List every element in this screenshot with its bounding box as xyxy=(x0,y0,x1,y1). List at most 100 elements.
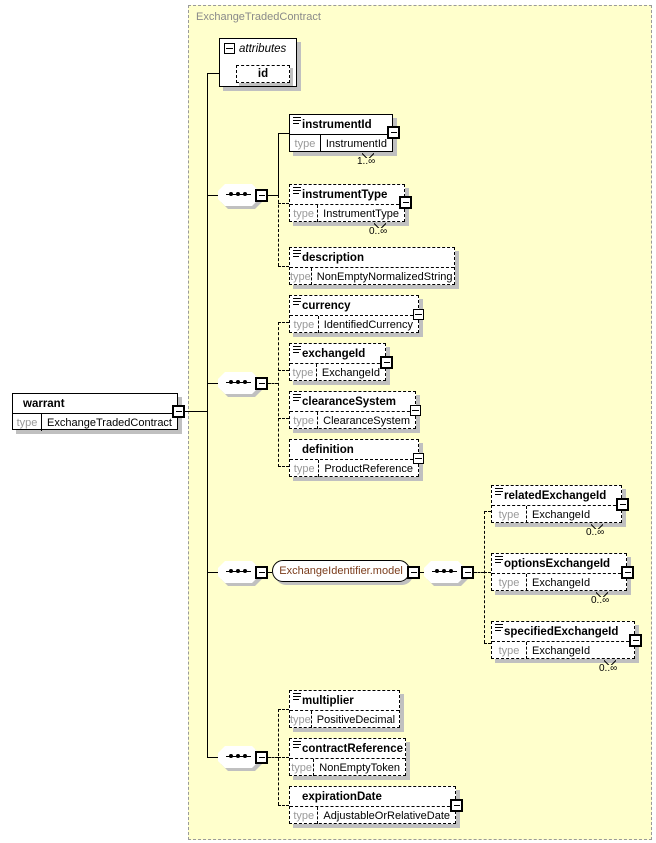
exchangeId-expand-toggle[interactable] xyxy=(380,356,393,369)
element-instrumentType-type: InstrumentType xyxy=(317,205,404,222)
element-multiplier-name: multiplier xyxy=(302,694,354,707)
element-optionsExchangeId[interactable]: optionsExchangeId type ExchangeId 0..∞ xyxy=(491,553,634,606)
expirationDate-expand-toggle[interactable] xyxy=(450,799,463,812)
element-relatedExchangeId-type: ExchangeId xyxy=(526,506,595,523)
element-relatedExchangeId-name: relatedExchangeId xyxy=(504,489,607,502)
sequence-4-collapse-toggle[interactable] xyxy=(461,566,474,579)
element-exchangeId-type: ExchangeId xyxy=(315,364,385,381)
element-expirationDate[interactable]: expirationDate type AdjustableOrRelative… xyxy=(289,786,463,828)
element-description[interactable]: description type NonEmptyNormalizedStrin… xyxy=(289,247,459,289)
instrumentId-expand-toggle[interactable] xyxy=(387,126,400,139)
sequence-marker-icon xyxy=(293,346,301,353)
sequence-1-collapse-toggle[interactable] xyxy=(255,189,268,202)
model-group-label: ExchangeIdentifier.model xyxy=(272,560,410,582)
definition-expand-toggle[interactable] xyxy=(413,453,424,464)
element-clearanceSystem[interactable]: clearanceSystem type ClearanceSystem xyxy=(289,391,421,433)
element-exchangeId[interactable]: exchangeId type ExchangeId xyxy=(289,343,393,385)
element-optionsExchangeId-occurs: 0..∞ xyxy=(591,595,610,606)
sequence-compositor-5[interactable] xyxy=(218,746,262,771)
element-specifiedExchangeId[interactable]: specifiedExchangeId type ExchangeId 0..∞ xyxy=(491,621,642,674)
specifiedExchangeId-expand-toggle[interactable] xyxy=(629,634,642,647)
type-label: type xyxy=(498,508,520,521)
type-label: type xyxy=(293,414,314,427)
sequence-1-branch-description xyxy=(278,266,289,267)
element-exchangeId-name: exchangeId xyxy=(302,347,366,360)
element-multiplier-type: PositiveDecimal xyxy=(310,711,400,728)
connector-modelgroup-sequence4 xyxy=(420,572,424,573)
attributes-container: attributes id xyxy=(219,38,301,91)
connector-trunk-sequence-2 xyxy=(207,383,218,384)
sequence-1-branch-instrumentid xyxy=(278,133,289,134)
element-instrumentType-name: instrumentType xyxy=(302,188,388,201)
sequence-1-stub xyxy=(268,195,278,196)
element-instrumentId-name: instrumentId xyxy=(302,118,372,131)
element-warrant-name: warrant xyxy=(23,397,65,410)
sequence-compositor-2[interactable] xyxy=(218,372,262,397)
element-optionsExchangeId-type: ExchangeId xyxy=(526,574,595,591)
sequence-4-branch-specifiedexchangeid xyxy=(484,643,495,644)
type-label: type xyxy=(291,761,313,774)
sequence-5-branch-expirationdate xyxy=(278,805,289,806)
element-optionsExchangeId-name: optionsExchangeId xyxy=(504,557,611,570)
sequence-compositor-1[interactable] xyxy=(218,184,262,209)
connector-trunk-sequence-5 xyxy=(207,757,218,758)
instrumentType-expand-toggle[interactable] xyxy=(399,196,412,209)
optionsExchangeId-expand-toggle[interactable] xyxy=(621,566,634,579)
element-specifiedExchangeId-type: ExchangeId xyxy=(526,642,595,659)
element-contractReference[interactable]: contractReference type NonEmptyToken xyxy=(289,738,410,780)
element-specifiedExchangeId-occurs: 0..∞ xyxy=(599,663,618,674)
element-currency[interactable]: currency type IdentifiedCurrency xyxy=(289,295,424,337)
element-instrumentType-occurs: 0..∞ xyxy=(369,226,388,237)
type-label: type xyxy=(498,644,520,657)
element-specifiedExchangeId-name: specifiedExchangeId xyxy=(504,625,619,638)
sequence-2-collapse-toggle[interactable] xyxy=(255,377,268,390)
sequence-marker-icon xyxy=(293,250,301,257)
sequence-compositor-3[interactable] xyxy=(218,561,262,586)
attributes-title: attributes xyxy=(239,42,287,55)
sequence-compositor-4[interactable] xyxy=(424,561,468,586)
sequence-2-branch-exchangeid xyxy=(278,370,289,371)
element-expirationDate-name: expirationDate xyxy=(302,790,382,803)
sequence-4-branch-relatedexchangeid xyxy=(484,511,495,512)
sequence-marker-icon xyxy=(293,693,301,700)
sequence-marker-icon xyxy=(293,298,301,305)
element-warrant[interactable]: warrant type ExchangeTradedContract xyxy=(12,393,185,434)
attribute-id[interactable]: id xyxy=(236,65,290,83)
element-warrant-type-label: type xyxy=(16,416,38,429)
sequence-marker-icon xyxy=(293,117,301,124)
element-multiplier[interactable]: multiplier type PositiveDecimal xyxy=(289,690,404,732)
sequence-marker-icon xyxy=(293,187,301,194)
model-group-exchangeidentifier[interactable]: ExchangeIdentifier.model xyxy=(272,560,414,585)
element-instrumentType[interactable]: instrumentType type InstrumentType 0..∞ xyxy=(289,184,412,237)
sequence-3-collapse-toggle[interactable] xyxy=(255,566,268,579)
clearanceSystem-expand-toggle[interactable] xyxy=(410,405,421,416)
sequence-1-bus-solid xyxy=(278,133,279,196)
sequence-2-branch-currency xyxy=(278,322,289,323)
type-label: type xyxy=(293,318,315,331)
warrant-collapse-toggle[interactable] xyxy=(172,405,185,418)
sequence-4-bus xyxy=(484,511,485,643)
type-label: type xyxy=(498,576,520,589)
relatedExchangeId-expand-toggle[interactable] xyxy=(616,498,629,511)
element-clearanceSystem-name: clearanceSystem xyxy=(302,395,396,408)
element-contractReference-name: contractReference xyxy=(302,742,403,755)
element-clearanceSystem-type: ClearanceSystem xyxy=(317,412,415,429)
model-group-collapse-toggle[interactable] xyxy=(407,566,420,579)
element-definition[interactable]: definition type ProductReference xyxy=(289,439,424,481)
attributes-collapse-toggle[interactable] xyxy=(224,43,235,54)
element-relatedExchangeId[interactable]: relatedExchangeId type ExchangeId 0..∞ xyxy=(491,485,629,538)
sequence-2-branch-clearancesystem xyxy=(278,418,289,419)
sequence-2-bus xyxy=(278,322,279,467)
connector-trunk-attributes xyxy=(207,73,219,74)
currency-expand-toggle[interactable] xyxy=(413,309,424,320)
type-label: type xyxy=(294,137,316,150)
sequence-marker-icon xyxy=(495,624,503,631)
sequence-2-branch-definition xyxy=(278,466,289,467)
sequence-5-collapse-toggle[interactable] xyxy=(255,751,268,764)
sequence-2-stub xyxy=(268,383,278,384)
sequence-1-branch-instrumenttype xyxy=(278,203,289,204)
connector-trunk-sequence-3 xyxy=(207,572,218,573)
complextype-label: ExchangeTradedContract xyxy=(196,11,321,23)
sequence-4-stub xyxy=(474,572,484,573)
element-instrumentId[interactable]: instrumentId type InstrumentId 1..∞ xyxy=(289,114,400,167)
